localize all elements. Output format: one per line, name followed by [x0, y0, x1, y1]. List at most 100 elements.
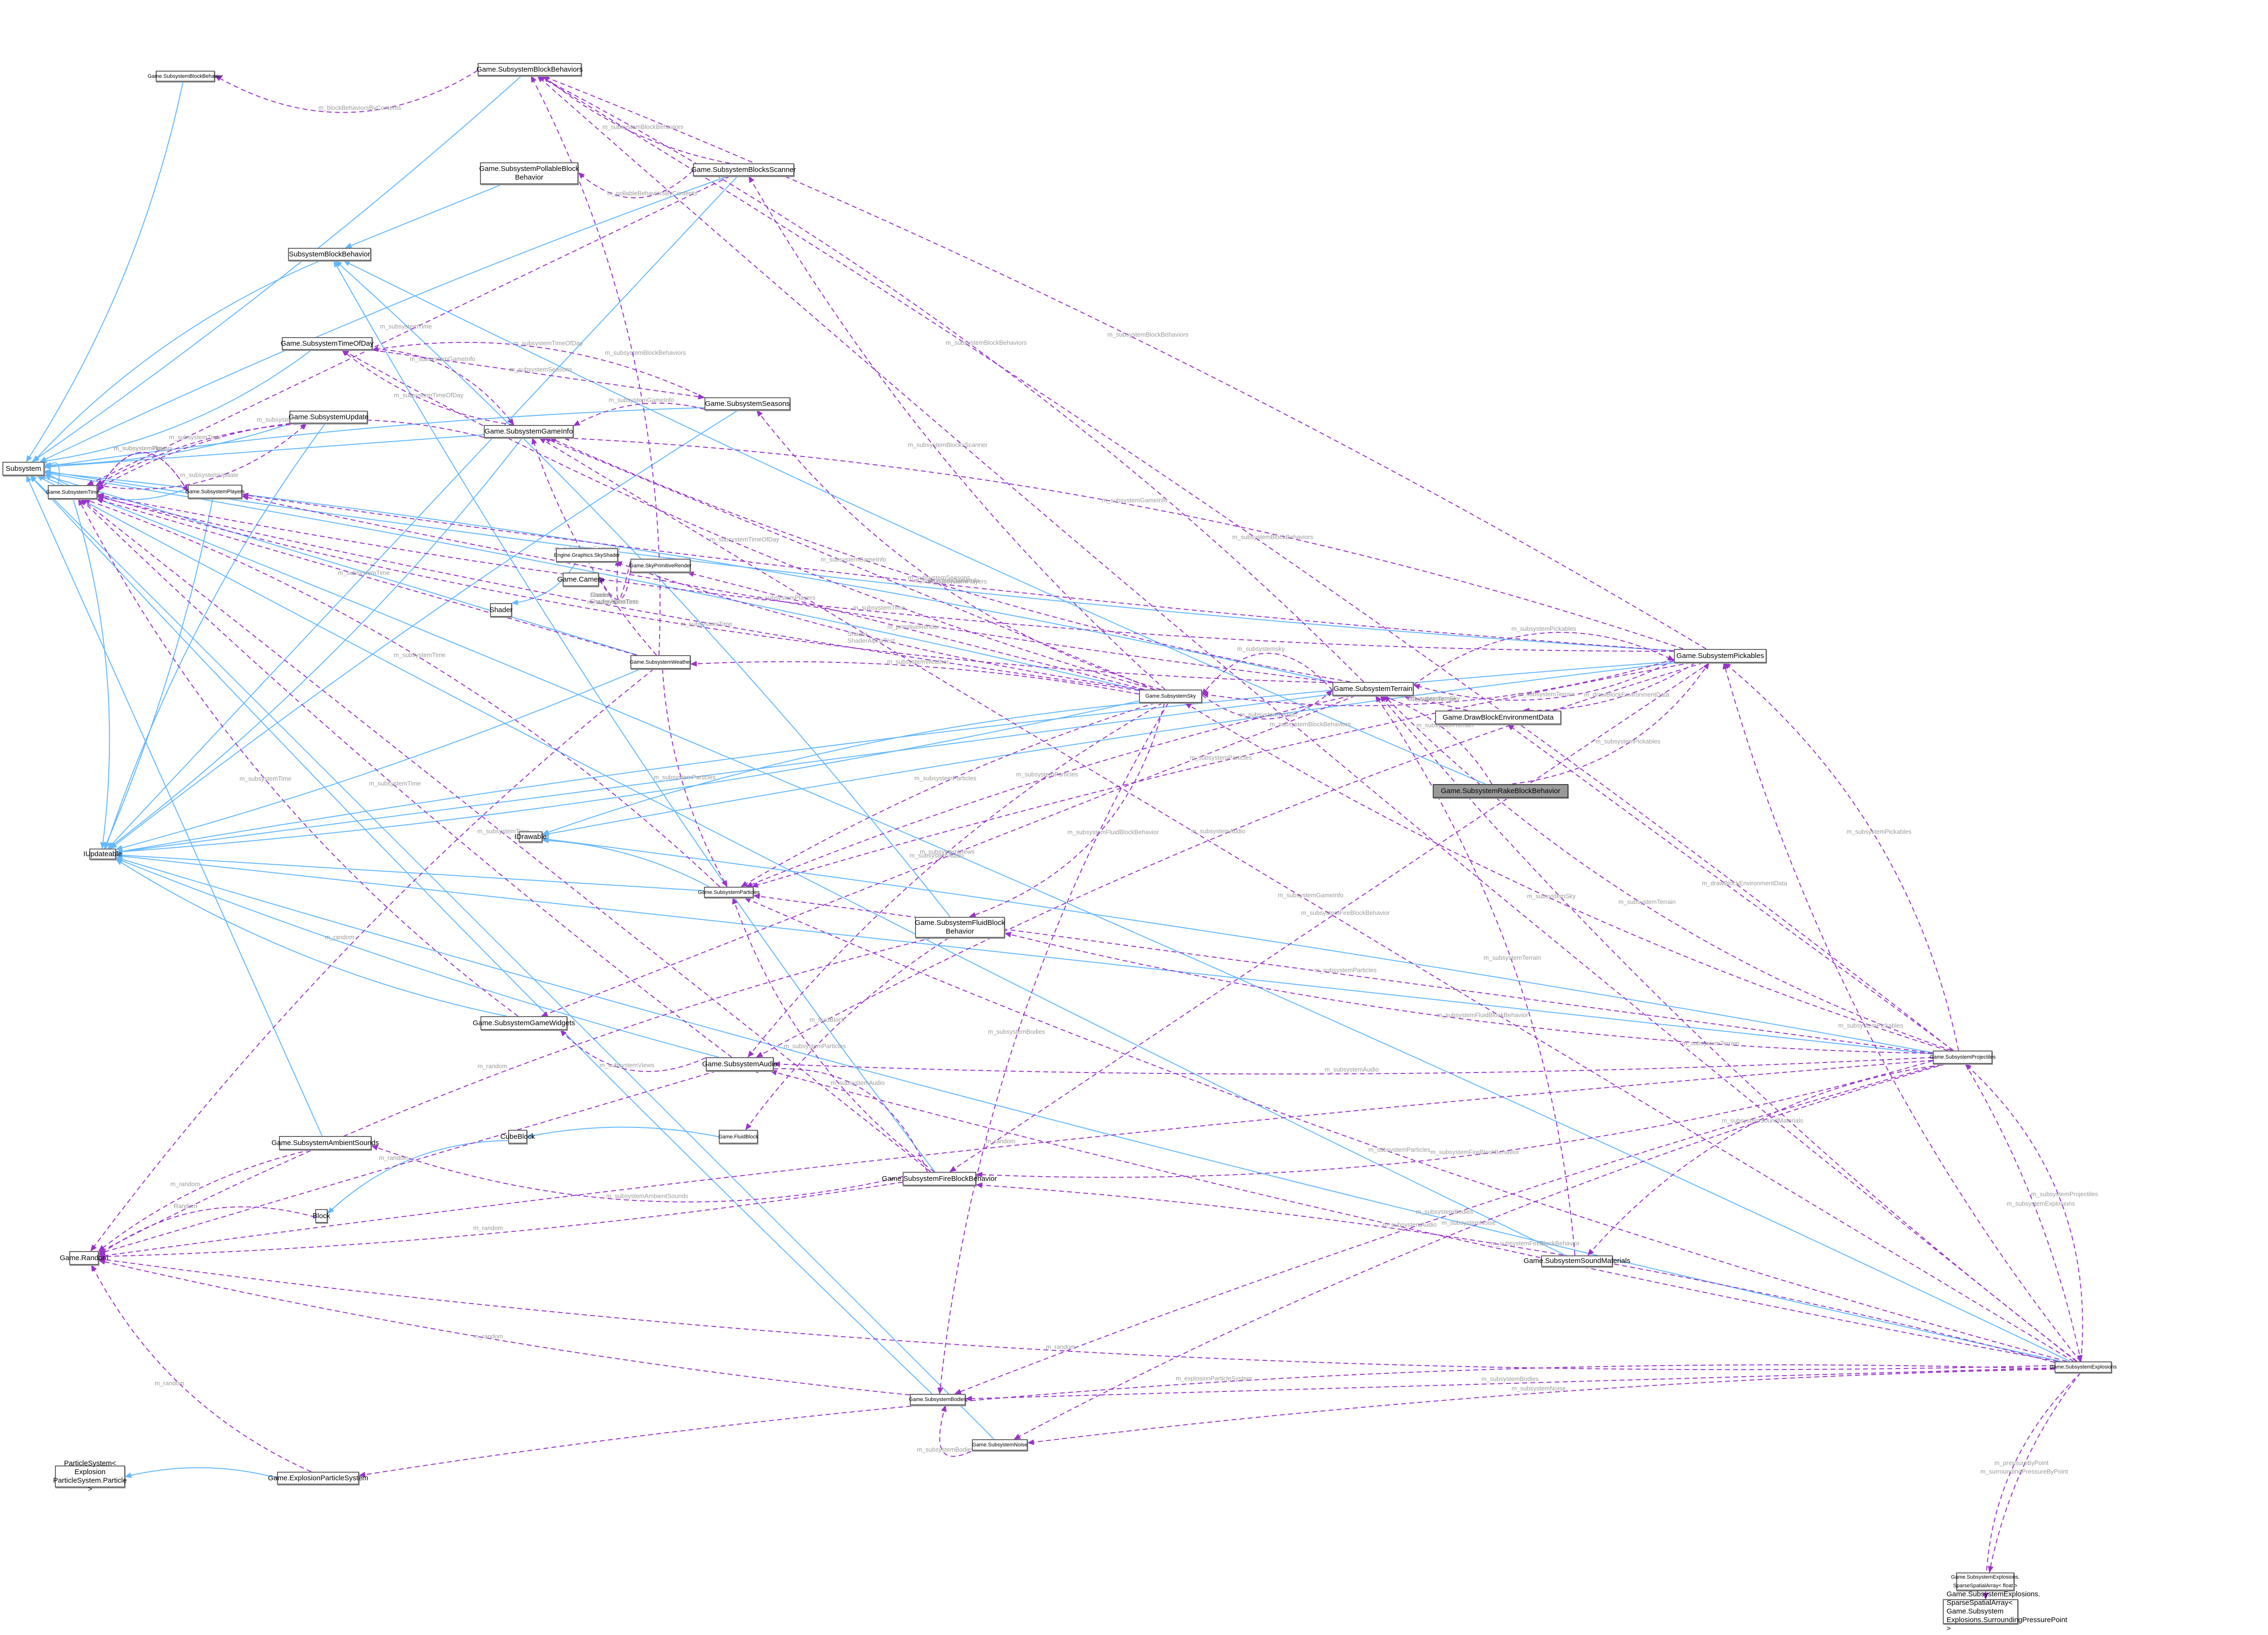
usage-edge: [78, 499, 519, 1017]
usage-edge: [98, 1181, 903, 1260]
node-blocksscanner[interactable]: Game.SubsystemBlocksScanner: [691, 163, 796, 176]
node-audio[interactable]: Game.SubsystemAudio: [702, 1057, 777, 1071]
inheritance-edge: [107, 176, 738, 849]
node-subsystem[interactable]: Subsystem: [2, 462, 44, 476]
edge-label: m_surroundingPressureByPoint: [1980, 1467, 2068, 1475]
edge-label: m_subsystemGameInfo: [914, 577, 980, 584]
node-particles[interactable]: Game.SubsystemParticles: [698, 887, 760, 898]
node-seasons[interactable]: Game.SubsystemSeasons: [704, 397, 790, 410]
usage-edge: [1381, 695, 1492, 785]
edge-label: m_subsystemBodies: [916, 1446, 974, 1454]
edge-label: m_subsystemBodies: [1481, 1375, 1539, 1383]
node-pickables[interactable]: Game.SubsystemPickables: [1674, 649, 1767, 663]
edge-label: m_subsystemTime: [394, 651, 446, 658]
node-noise[interactable]: Game.SubsystemNoise: [972, 1439, 1028, 1451]
node-sparsepoint[interactable]: Game.SubsystemExplosions. SparseSpatialA…: [1943, 1590, 2067, 1633]
edge-label: m_subsystemViews: [599, 1062, 654, 1069]
edge-label: m_subsystemUpdate: [180, 471, 239, 479]
node-shader[interactable]: Shader: [490, 603, 512, 617]
inheritance-edge: [116, 858, 719, 1058]
edge-label: m_subsystemAudio: [909, 852, 964, 860]
usage-edge: [80, 499, 732, 1058]
node-fluidblock[interactable]: Game.FluidBlock: [718, 1130, 758, 1144]
usage-edge: [98, 937, 932, 1253]
inheritance-edge: [542, 662, 1675, 837]
edge-label: m_subsystemPickables: [1838, 1021, 1903, 1029]
edge-label: Shader ShaderAlphaTest: [590, 591, 638, 605]
edge-label: m_subsystemViews: [920, 848, 975, 855]
node-terrain[interactable]: Game.SubsystemTerrain: [1332, 682, 1414, 696]
usage-edge: [98, 1257, 2055, 1370]
edge-label: Camera: [590, 591, 613, 599]
usage-edge: [97, 452, 188, 493]
node-players[interactable]: Game.SubsystemPlayers: [185, 485, 245, 499]
node-weather[interactable]: Game.SubsystemWeather: [630, 655, 691, 669]
node-drawblockenv[interactable]: Game.DrawBlockEnvironmentData: [1435, 711, 1561, 724]
node-time[interactable]: Game.SubsystemTime: [46, 485, 99, 499]
node-fire[interactable]: Game.SubsystemFireBlockBehavior: [882, 1172, 997, 1186]
node-ambient[interactable]: Game.SubsystemAmbientSounds: [271, 1136, 379, 1150]
inheritance-edge: [542, 836, 1933, 1053]
edge-label: m_subsystemsky: [1237, 645, 1285, 653]
inheritance-edge: [345, 184, 502, 248]
node-sparsefloat[interactable]: Game.SubsystemExplosions. SparseSpatialA…: [1951, 1572, 2020, 1591]
node-explosionps[interactable]: Game.ExplosionParticleSystem: [268, 1472, 368, 1485]
edge-label: m_subsystemPickables: [1595, 737, 1661, 745]
node-fluidbb[interactable]: Game.SubsystemFluidBlock Behavior: [915, 917, 1005, 938]
usage-edge: [770, 1070, 2058, 1362]
edge-label: m_random: [986, 1137, 1016, 1145]
inheritance-edge: [44, 407, 705, 469]
node-pollable[interactable]: Game.SubsystemPollableBlock Behavior: [479, 162, 579, 184]
node-camera[interactable]: Game.Camera: [557, 573, 604, 586]
inheritance-edge: [39, 475, 2070, 1362]
edge-label: m_subsystemExplosions: [2006, 1200, 2075, 1207]
inheritance-edge: [30, 475, 933, 1394]
edge-label: m_subsystemTime: [169, 434, 221, 441]
edge-label: m_subsystemFireBlockBehavior: [1301, 909, 1390, 916]
usage-edge: [97, 493, 1674, 652]
node-projectiles[interactable]: Game.SubsystemProjectiles: [1929, 1051, 1996, 1064]
node-rake[interactable]: Game.SubsystemRakeBlockBehavior: [1433, 784, 1568, 798]
node-skyshader[interactable]: Engine.Graphics.SkyShader: [554, 548, 620, 562]
node-particlesystem[interactable]: ParticleSystem< Explosion ParticleSystem…: [53, 1459, 127, 1493]
edge-label: m_subsystemGameInfo: [409, 355, 476, 363]
usage-edge: [542, 75, 1707, 649]
node-gameinfo[interactable]: Game.SubsystemGameInfo: [484, 425, 574, 438]
node-blockbehavior_base[interactable]: SubsystemBlockBehavior: [288, 248, 371, 261]
node-gamewidgets[interactable]: Game.SubsystemGameWidgets: [473, 1016, 575, 1030]
node-soundmaterials[interactable]: Game.SubsystemSoundMaterials: [1523, 1255, 1630, 1267]
node-blockbehaviors[interactable]: Game.SubsystemBlockBehaviors: [477, 63, 583, 76]
node-timeofday[interactable]: Game.SubsystemTimeOfDay: [281, 337, 373, 350]
edge-label: m_subsystemTime: [477, 827, 530, 835]
node-bodies[interactable]: Game.SubsystemBodies: [909, 1394, 967, 1405]
usage-edge: [1982, 1372, 2081, 1600]
edge-label: m_subsystemTime: [369, 780, 421, 787]
inheritance-edge: [32, 75, 522, 462]
node-random[interactable]: Game.Random: [60, 1251, 108, 1265]
edge-label: m_random: [379, 1154, 409, 1162]
node-sky[interactable]: Game.SubsystemSky: [1139, 690, 1202, 703]
node-update[interactable]: Game.SubsystemUpdate: [288, 411, 369, 424]
edge-label: m_subsystemPickables: [1846, 828, 1912, 836]
node-idrawable[interactable]: IDrawable: [514, 831, 547, 842]
edge-label: m_subsystemPlayers: [114, 444, 173, 452]
edge-label: m_subsystemPlayers: [928, 577, 987, 585]
node-cubeblock[interactable]: CubeBlock: [500, 1130, 535, 1144]
edge-label: m_subsystemNoise: [1512, 1385, 1566, 1392]
node-skyprimitive[interactable]: Game.SkyPrimitiveRender: [629, 559, 692, 573]
inheritance-edge: [116, 859, 507, 1017]
inheritance-edge: [36, 475, 1566, 1256]
node-explosions[interactable]: Game.SubsystemExplosions: [2050, 1361, 2117, 1373]
node-blockbehavior_game[interactable]: Game.SubsystemBlockBehavior: [148, 71, 223, 82]
usage-edge: [969, 702, 1165, 918]
node-block[interactable]: Block: [313, 1209, 330, 1223]
edge-label: m_subsystemBlockBehaviors: [1107, 330, 1189, 338]
usage-edge: [1965, 1063, 2083, 1362]
edge-label: m_subsystemTime: [338, 569, 390, 576]
edge-label: m_subsystemGameInfo: [1278, 892, 1344, 899]
edge-label: m_subsystemGameInfo: [1102, 496, 1168, 504]
node-iupdatable[interactable]: IUpdateable: [84, 849, 122, 860]
usage-edge: [91, 1264, 312, 1472]
